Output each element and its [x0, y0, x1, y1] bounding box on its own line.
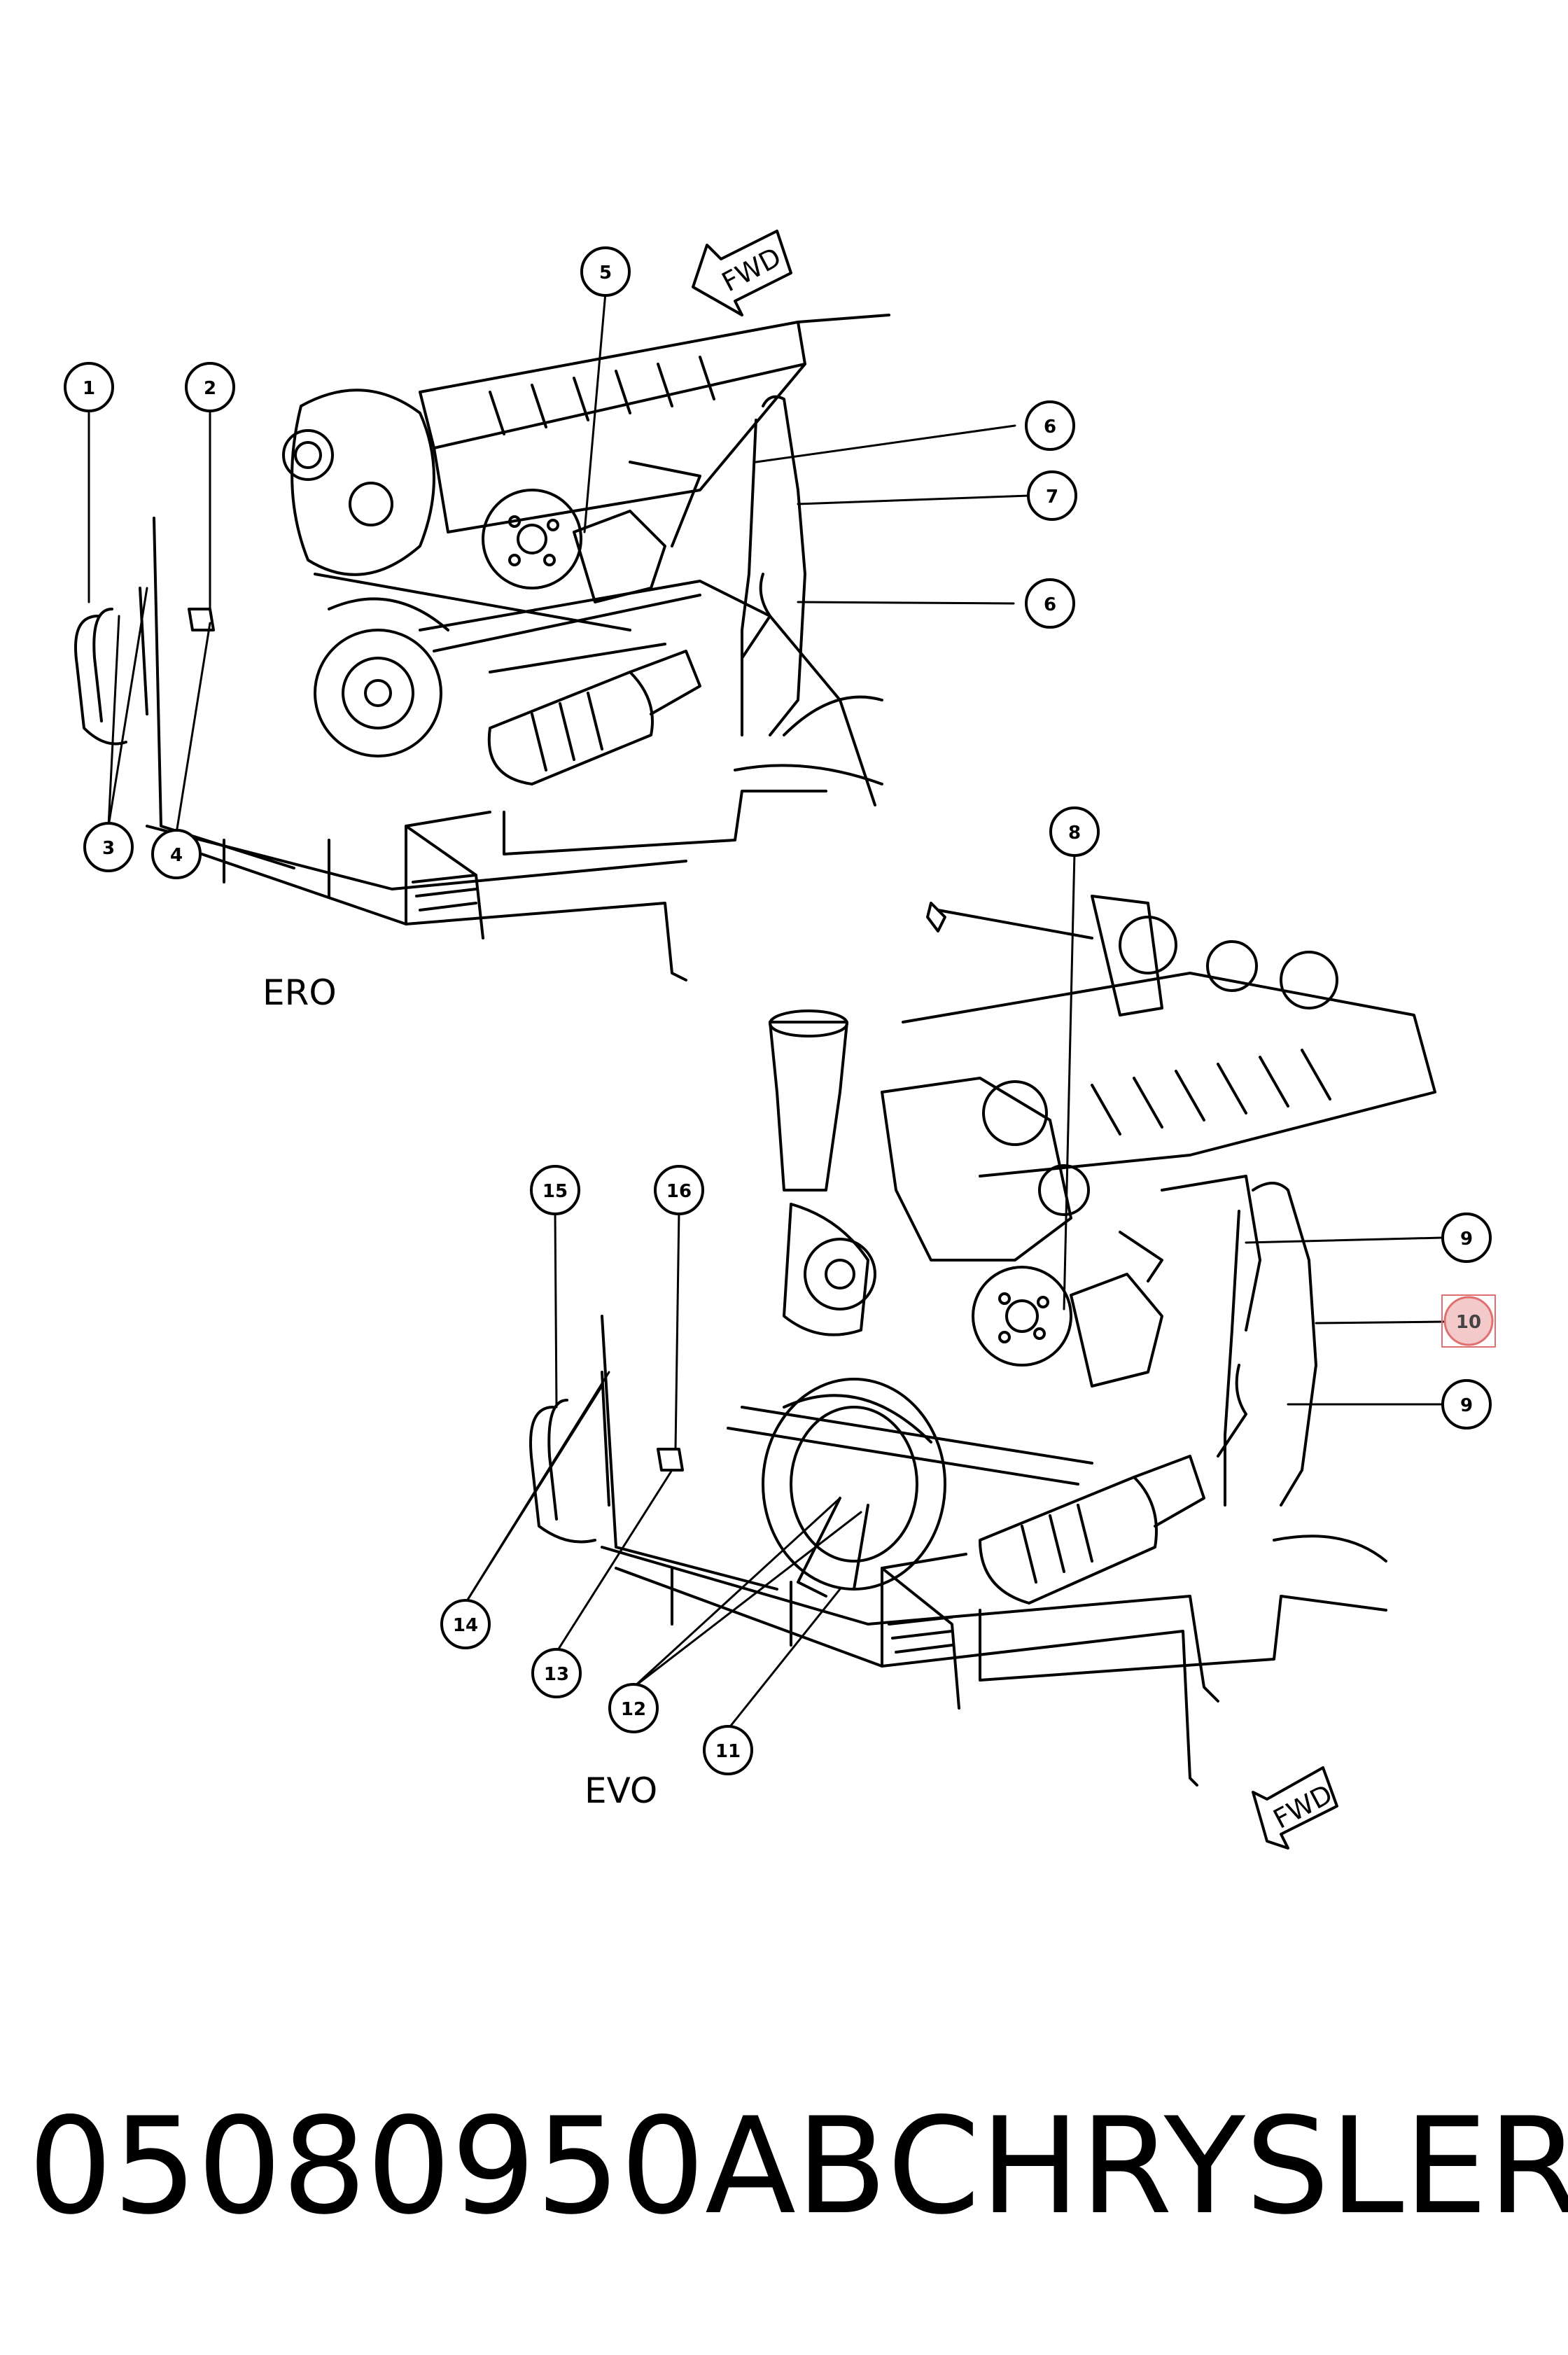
footer: 05080950AB CHRYSLER: [28, 2086, 1568, 2247]
svg-text:9: 9: [1460, 1395, 1473, 1416]
highlight-box: [1441, 1294, 1496, 1348]
brand-name: CHRYSLER: [887, 2089, 1568, 2244]
svg-text:6: 6: [1044, 417, 1056, 438]
fwd-arrow-lower: FWD: [1252, 1766, 1338, 1850]
callout-11[interactable]: 11: [703, 1725, 753, 1775]
svg-text:11: 11: [715, 1741, 741, 1762]
callout-5[interactable]: 5: [580, 246, 631, 297]
svg-text:16: 16: [666, 1181, 692, 1202]
callout-16[interactable]: 16: [654, 1165, 704, 1215]
callout-6-upper[interactable]: 6: [1025, 400, 1075, 451]
fwd-label-upper: FWD: [717, 242, 786, 298]
svg-text:3: 3: [102, 838, 115, 859]
callout-13[interactable]: 13: [531, 1648, 582, 1698]
svg-text:13: 13: [544, 1664, 569, 1685]
callout-4[interactable]: 4: [151, 829, 202, 879]
part-number: 05080950AB: [28, 2089, 888, 2244]
svg-text:5: 5: [599, 263, 612, 284]
svg-text:14: 14: [453, 1615, 478, 1636]
ero-engine-drawing: [74, 314, 890, 981]
svg-text:15: 15: [542, 1181, 568, 1202]
callout-15[interactable]: 15: [530, 1165, 580, 1215]
callout-8[interactable]: 8: [1049, 806, 1100, 857]
evo-leader-lines: [464, 851, 1445, 1731]
highlight-circle: [1443, 1296, 1494, 1346]
callout-7[interactable]: 7: [1027, 470, 1077, 521]
callout-12[interactable]: 12: [608, 1683, 659, 1733]
svg-text:7: 7: [1046, 487, 1058, 508]
svg-text:12: 12: [621, 1699, 646, 1720]
fwd-arrow-upper: FWD: [692, 230, 792, 316]
callouts: 1 2 3 4 5 6 6 7: [64, 246, 1496, 1775]
evo-engine-drawing: [529, 895, 1436, 1787]
svg-text:10: 10: [1456, 1312, 1481, 1333]
callout-2[interactable]: 2: [185, 362, 235, 412]
svg-text:1: 1: [83, 378, 95, 399]
callout-1[interactable]: 1: [64, 362, 114, 412]
callout-14[interactable]: 14: [440, 1599, 491, 1649]
callout-6-lower[interactable]: 6: [1025, 578, 1075, 629]
svg-text:2: 2: [204, 378, 216, 399]
variant-label-evo: EVO: [584, 1770, 657, 1811]
callout-9-lower[interactable]: 9: [1441, 1379, 1492, 1430]
svg-text:6: 6: [1044, 594, 1056, 615]
ero-leader-lines: [88, 291, 1030, 834]
svg-text:4: 4: [170, 845, 183, 866]
callout-10-highlighted[interactable]: 10: [1441, 1294, 1496, 1348]
variant-label-ero: ERO: [262, 972, 337, 1013]
callout-9-upper[interactable]: 9: [1441, 1213, 1492, 1263]
fwd-label-lower: FWD: [1268, 1778, 1338, 1834]
callout-3[interactable]: 3: [83, 822, 134, 872]
svg-text:8: 8: [1068, 823, 1081, 844]
svg-text:9: 9: [1460, 1229, 1473, 1250]
